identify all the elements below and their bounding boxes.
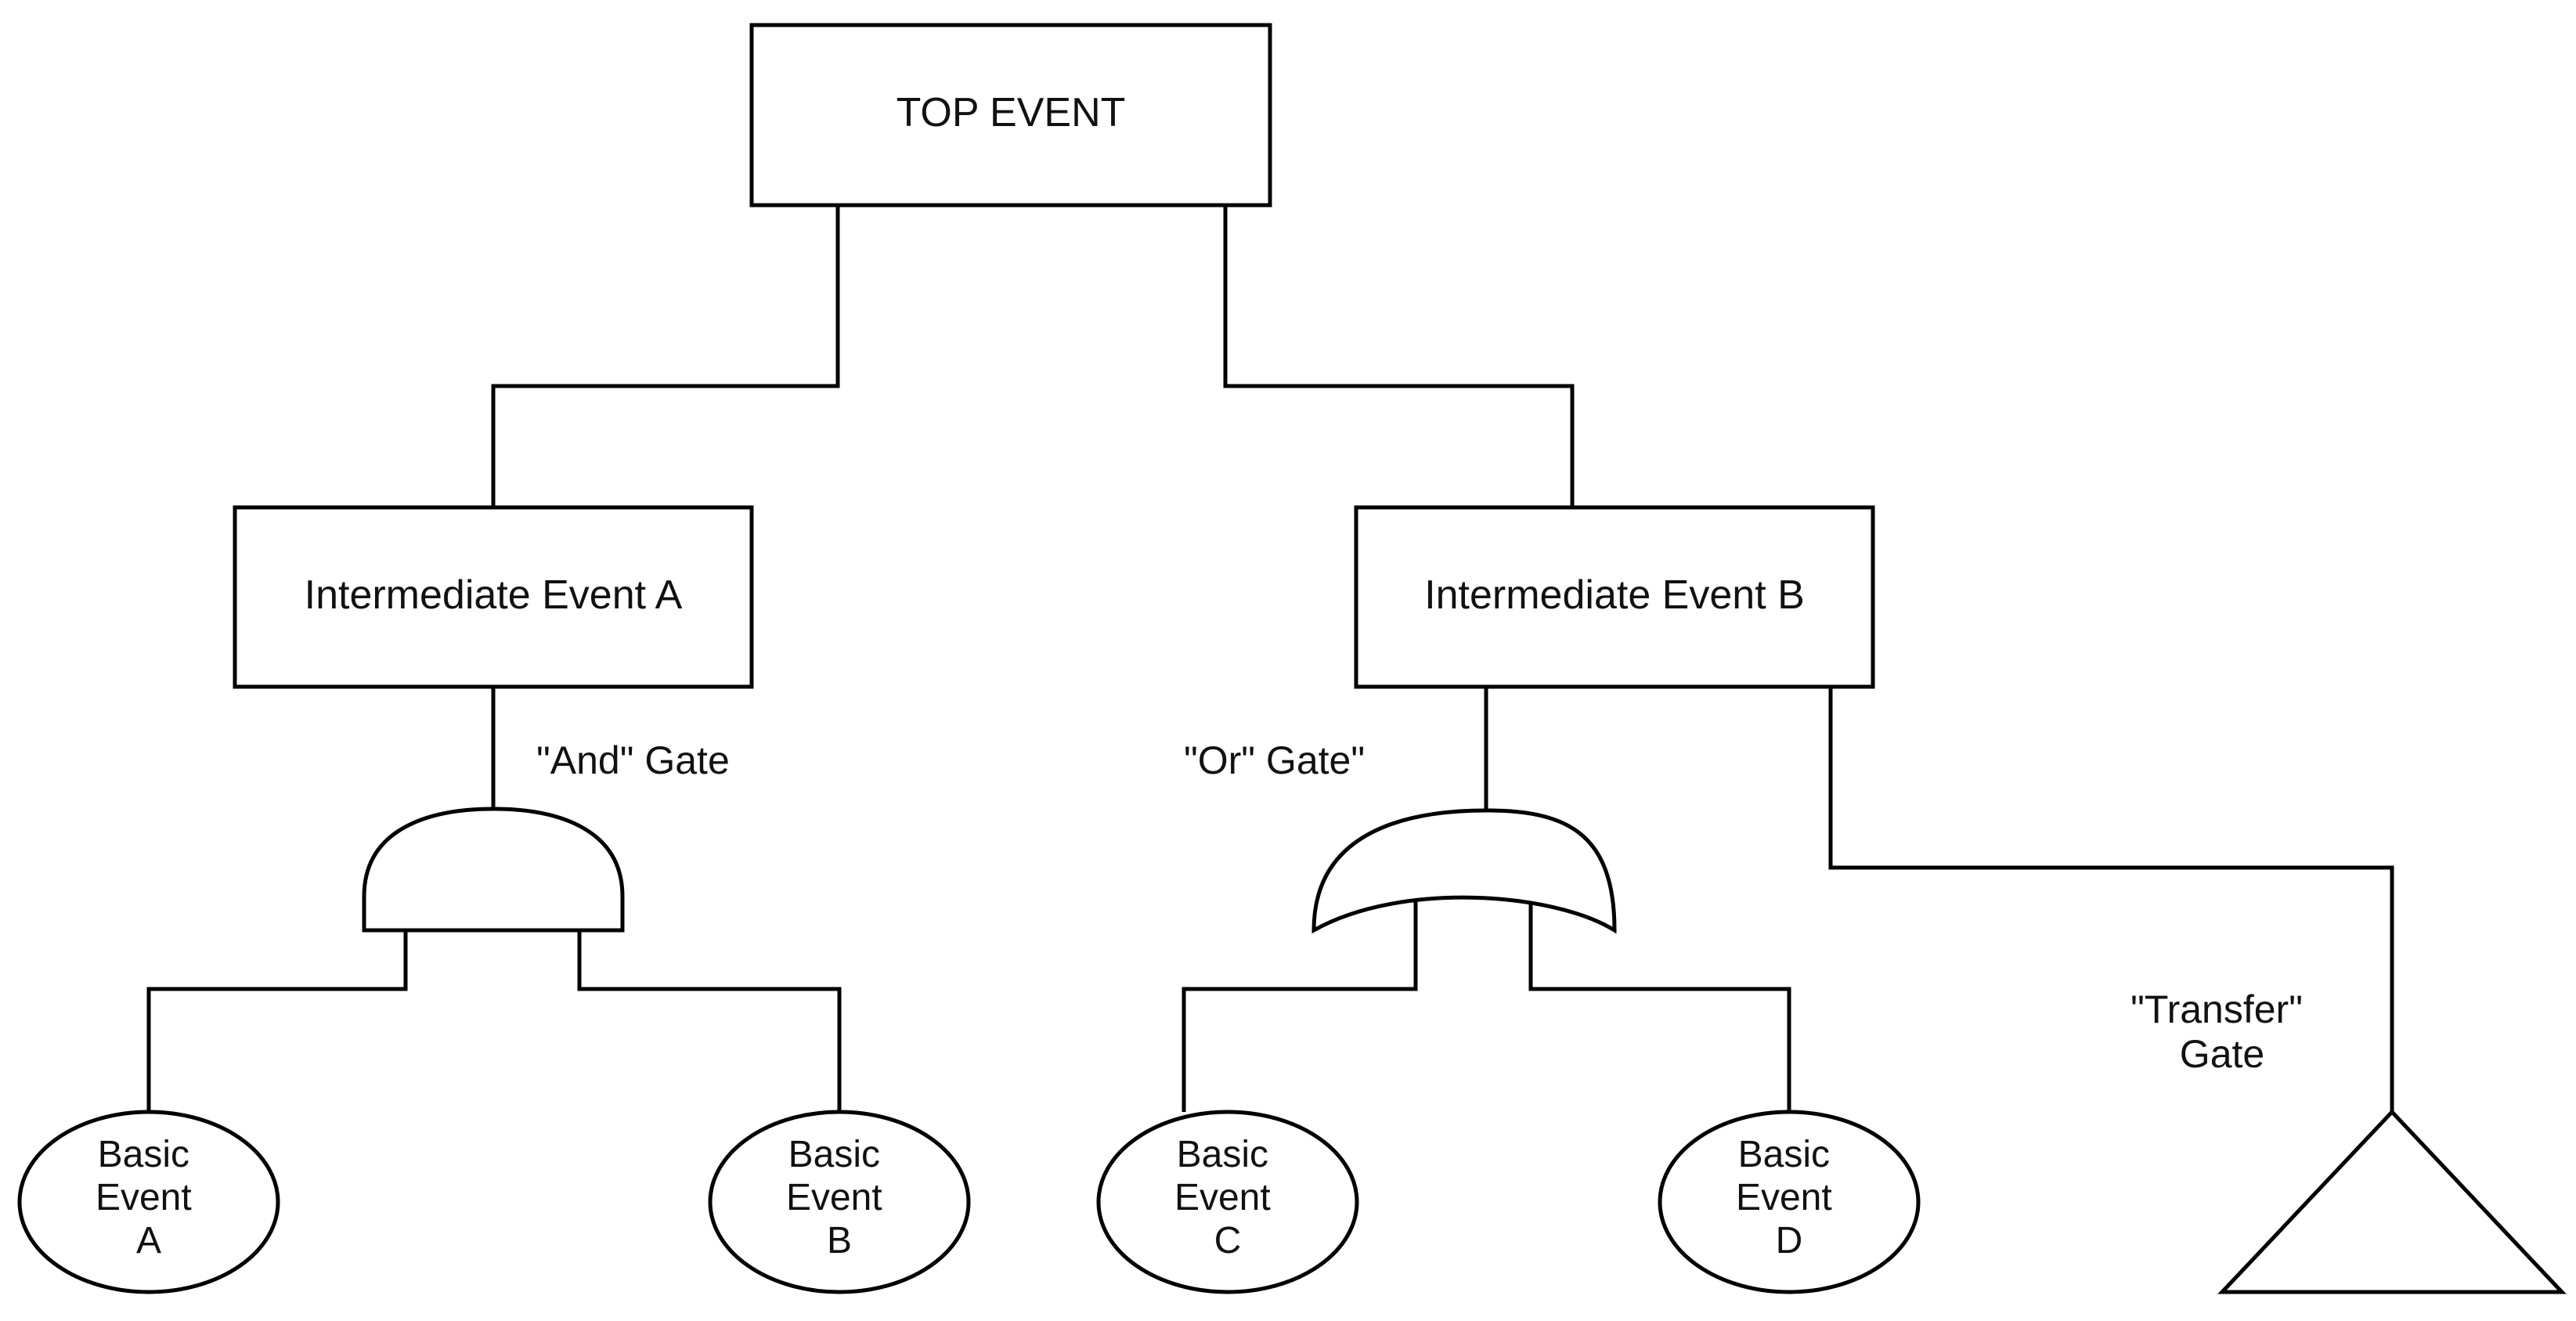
basic-event-a-line-1: Basic (98, 1134, 189, 1175)
intermediate-event-b-label: Intermediate Event B (1424, 572, 1805, 618)
basic-event-b-line-1: Basic (788, 1134, 880, 1175)
connector-and-gate-to-basic-b (577, 930, 842, 1112)
connector-top-to-intermediate-a (491, 205, 840, 507)
basic-event-b-line-3: B (827, 1220, 852, 1261)
basic-event-a-node: Basic Event A (17, 1110, 280, 1294)
connector-and-gate-to-basic-a (146, 930, 408, 1112)
basic-event-d-line-3: D (1776, 1220, 1803, 1261)
connector-top-to-intermediate-b (1223, 205, 1575, 507)
svg-text:Basic Event D: Basic Event D (1736, 1134, 1842, 1261)
basic-event-c-node: Basic Event C (1096, 1110, 1359, 1294)
basic-event-d-node: Basic Event D (1658, 1110, 1921, 1294)
basic-event-c-line-1: Basic (1177, 1134, 1268, 1175)
intermediate-event-b-node: Intermediate Event B (1354, 505, 1875, 689)
basic-event-b-node: Basic Event B (708, 1110, 971, 1294)
basic-event-a-line-3: A (136, 1220, 161, 1261)
connector-or-gate-to-basic-c (1182, 902, 1418, 1112)
basic-event-c-line-3: C (1214, 1220, 1242, 1261)
transfer-gate-label-line-1: "Transfer" (2130, 987, 2303, 1031)
connector-or-gate-to-basic-d (1528, 902, 1791, 1112)
svg-text:Basic Event A: Basic Event A (96, 1134, 202, 1261)
intermediate-event-a-label: Intermediate Event A (305, 572, 683, 618)
basic-event-a-line-2: Event (96, 1177, 192, 1218)
svg-text:Basic Event B: Basic Event B (786, 1134, 893, 1261)
transfer-gate-icon (2217, 1109, 2567, 1294)
connector-intermediate-b-to-transfer-gate (1828, 687, 2394, 1112)
basic-event-d-line-1: Basic (1738, 1134, 1830, 1175)
or-gate-label: "Or" Gate" (1184, 738, 1365, 782)
basic-event-c-line-2: Event (1174, 1177, 1271, 1218)
intermediate-event-a-node: Intermediate Event A (233, 505, 754, 689)
transfer-gate-label-line-2: Gate (2180, 1032, 2264, 1076)
top-event-node: TOP EVENT (749, 23, 1272, 208)
and-gate-label: "And" Gate (536, 738, 730, 782)
and-gate-icon (362, 807, 625, 933)
basic-event-d-line-2: Event (1736, 1177, 1832, 1218)
svg-text:Basic Event C: Basic Event C (1174, 1134, 1281, 1261)
transfer-gate-label: "Transfer" Gate (2130, 987, 2314, 1076)
or-gate-icon (1311, 808, 1617, 934)
basic-event-b-line-2: Event (786, 1177, 882, 1218)
top-event-label: TOP EVENT (897, 90, 1126, 135)
